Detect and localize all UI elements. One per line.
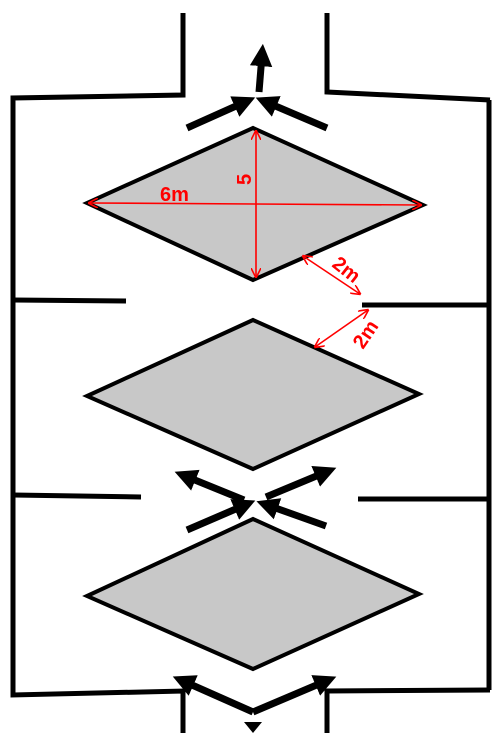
- arrow-mid-upper-right: [264, 465, 337, 501]
- gap-dimension-line-1: [303, 256, 360, 294]
- diamond-middle: [82, 317, 424, 472]
- partition-wall-2-left: [12, 492, 142, 500]
- partition-wall-1-left: [12, 297, 127, 304]
- gap-label-1: 2m: [328, 253, 364, 288]
- arrow-top-right-in: [255, 96, 329, 132]
- gap-label-2: 2m: [349, 317, 383, 353]
- bottom-right-wall: [324, 687, 491, 733]
- entry-arrow-up: [244, 722, 262, 733]
- exit-arrow-up: [249, 43, 273, 93]
- diamond-bottom: [82, 516, 424, 672]
- height-label: 5: [234, 174, 256, 185]
- dimensions: [89, 131, 421, 347]
- arrow-mid-lower-left: [185, 499, 256, 534]
- flow-arrows: [172, 43, 337, 733]
- top-left-wall: [10, 13, 186, 733]
- arrow-mid-lower-right: [256, 498, 328, 530]
- entry-arrow-right: [251, 675, 337, 716]
- arrow-top-left-in: [185, 96, 256, 132]
- walls: [10, 13, 492, 733]
- entry-arrow-left: [172, 675, 255, 716]
- gap-dimension-line-2: [315, 310, 368, 347]
- top-right-wall: [324, 13, 491, 103]
- diamonds: [82, 125, 428, 672]
- width-label: 6m: [160, 184, 189, 206]
- arrow-mid-upper-left: [174, 469, 246, 504]
